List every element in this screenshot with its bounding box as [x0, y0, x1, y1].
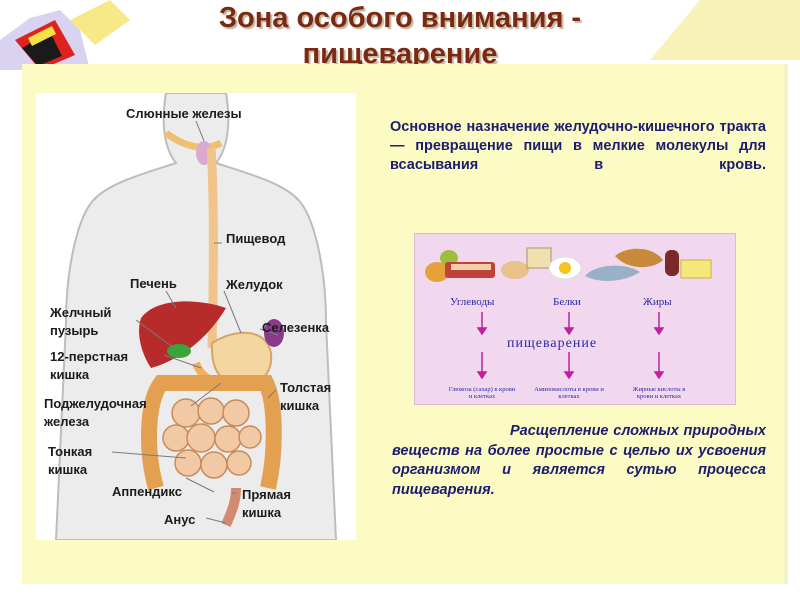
digestion-scheme: Углеводы Белки Жиры пищеварение Глюкоза … [414, 233, 736, 405]
label-colon-1: Толстая [280, 380, 332, 395]
digestive-system-illustration: Слюнные железы Пищевод Печень Желудок Же… [36, 92, 356, 541]
scheme-fats: Жиры [643, 296, 672, 308]
label-duodenum-2: кишка [50, 367, 90, 382]
label-spleen: Селезенка [262, 320, 330, 335]
label-gallbladder-2: пузырь [50, 323, 99, 338]
label-stomach: Желудок [226, 277, 283, 292]
scheme-proteins: Белки [553, 296, 581, 308]
scheme-glucose: Глюкоза (сахар) в крови и клетках [448, 386, 516, 400]
label-esophagus: Пищевод [226, 231, 286, 246]
label-appendix: Аппендикс [112, 484, 182, 499]
scheme-fatty-acids: Жирные кислоты в крови и клетках [632, 386, 686, 400]
label-anus: Анус [164, 512, 196, 527]
label-liver: Печень [130, 276, 177, 291]
label-colon-2: кишка [280, 398, 320, 413]
label-rectum-1: Прямая [242, 487, 291, 502]
scheme-amino-acids: Аминокислоты в крови и клетках [534, 386, 604, 400]
label-gallbladder-1: Желчный [50, 305, 112, 320]
title-line-1: Зона особого внимания - [218, 2, 582, 34]
body-diagram [54, 92, 338, 541]
label-salivary-glands: Слюнные железы [126, 106, 242, 121]
food-and-arrows [425, 247, 712, 380]
label-rectum-2: кишка [242, 505, 282, 520]
page-title: Зона особого внимания - пищеварение [0, 0, 800, 72]
scheme-carbs: Углеводы [450, 296, 495, 308]
label-duodenum-1: 12-перстная [50, 349, 129, 364]
label-small-intestine-1: Тонкая [48, 444, 93, 459]
decorative-header-shapes [0, 0, 800, 70]
label-pancreas-1: Поджелудочная [44, 396, 147, 411]
main-purpose-paragraph: Основное назначение желудочно-кишечного … [390, 119, 766, 173]
label-pancreas-2: железа [44, 414, 90, 429]
label-small-intestine-2: кишка [48, 462, 88, 477]
digestion-essence-paragraph: Расщепление сложных природных веществ на… [392, 423, 766, 498]
scheme-digestion: пищеварение [507, 336, 598, 351]
